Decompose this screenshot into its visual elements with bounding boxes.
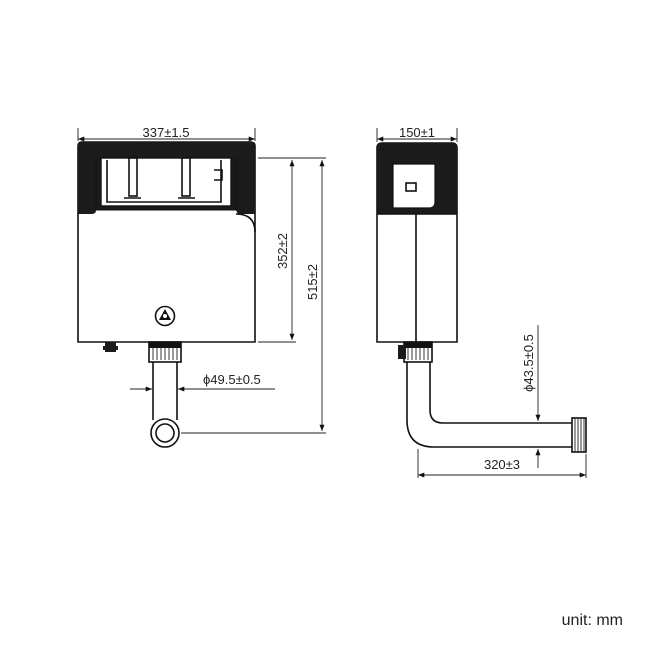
side-view [376, 142, 587, 453]
pipe-diameter-dimension-label: ϕ49.5±0.5 [203, 372, 261, 387]
front-dimensions: 337±1.5 352±2 515±2 ϕ49.5±0.5 [77, 125, 326, 434]
overflow-nozzle [103, 342, 118, 352]
outlet-diameter-dimension-label: ϕ43.5±0.5 [521, 334, 536, 392]
front-view [77, 141, 256, 448]
access-panel-icon [154, 305, 176, 327]
outlet-pipe [406, 362, 587, 453]
total-height-dimension-label: 515±2 [305, 264, 320, 300]
depth-dimension-label: 150±1 [399, 125, 435, 140]
cistern-side-body [376, 142, 458, 343]
side-connector [398, 341, 433, 363]
outlet-length-dimension-label: 320±3 [484, 457, 520, 472]
cistern-body [77, 141, 256, 343]
side-dimensions: 150±1 ϕ43.5±0.5 320±3 [376, 125, 587, 478]
body-height-dimension-label: 352±2 [275, 233, 290, 269]
flush-valve-connector [148, 341, 182, 363]
unit-label: unit: mm [562, 612, 623, 629]
width-dimension-label: 337±1.5 [143, 125, 190, 140]
flush-pipe [150, 362, 180, 448]
